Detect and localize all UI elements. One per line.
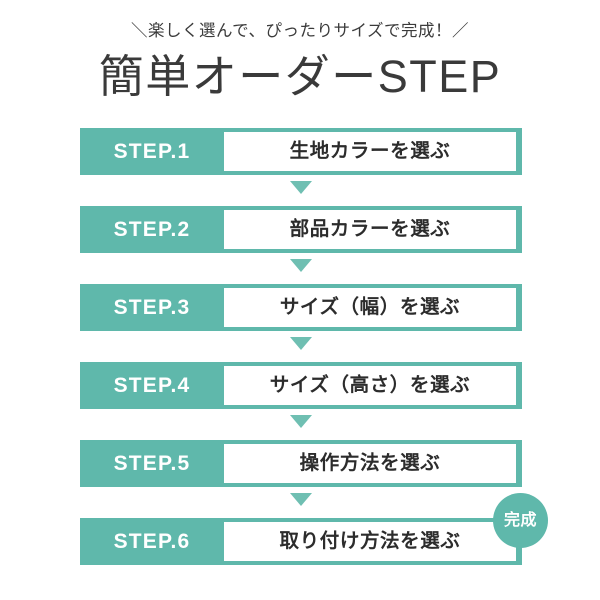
step-content-box[interactable]: サイズ（高さ）を選ぶ — [224, 366, 516, 405]
step-number-label: STEP.6 — [113, 530, 191, 553]
arrow-down-icon — [290, 259, 312, 272]
step-list: STEP.1 生地カラーを選ぶ STEP.2 部品カラーを選ぶ STEP.3 サ… — [80, 128, 548, 565]
step-content-box[interactable]: サイズ（幅）を選ぶ — [224, 288, 516, 327]
arrow-down-icon — [290, 337, 312, 350]
completion-badge-label: 完成 — [503, 511, 537, 529]
step-description: サイズ（幅）を選ぶ — [279, 295, 461, 318]
step-description: 部品カラーを選ぶ — [289, 217, 451, 240]
step-description: 取り付け方法を選ぶ — [279, 529, 461, 552]
arrow-down-icon — [290, 415, 312, 428]
completion-badge: 完成 — [493, 493, 548, 548]
page-title: 簡単オーダーSTEP — [98, 50, 502, 102]
step-description: サイズ（高さ）を選ぶ — [269, 373, 471, 396]
step-row[interactable]: STEP.2 部品カラーを選ぶ — [80, 206, 522, 272]
step-content-box[interactable]: 生地カラーを選ぶ — [224, 132, 516, 171]
step-description: 操作方法を選ぶ — [299, 451, 441, 474]
step-number-label: STEP.2 — [113, 218, 191, 241]
step-row[interactable]: STEP.6 取り付け方法を選ぶ 完成 — [80, 493, 548, 565]
header-subtitle: ＼楽しく選んで、ぴったりサイズで完成！／ — [130, 22, 470, 40]
step-content-box[interactable]: 操作方法を選ぶ — [224, 444, 516, 483]
step-number-label: STEP.3 — [113, 296, 191, 319]
step-row[interactable]: STEP.5 操作方法を選ぶ — [80, 440, 522, 506]
step-description: 生地カラーを選ぶ — [289, 139, 451, 162]
step-row[interactable]: STEP.1 生地カラーを選ぶ — [80, 128, 522, 194]
step-row[interactable]: STEP.4 サイズ（高さ）を選ぶ — [80, 362, 522, 428]
step-number-label: STEP.1 — [113, 140, 191, 163]
step-content-box[interactable]: 取り付け方法を選ぶ — [224, 522, 516, 561]
arrow-down-icon — [290, 181, 312, 194]
step-number-label: STEP.5 — [113, 452, 191, 475]
step-content-box[interactable]: 部品カラーを選ぶ — [224, 210, 516, 249]
step-number-label: STEP.4 — [113, 374, 191, 397]
arrow-down-icon — [290, 493, 312, 506]
step-row[interactable]: STEP.3 サイズ（幅）を選ぶ — [80, 284, 522, 350]
header: ＼楽しく選んで、ぴったりサイズで完成！／ 簡単オーダーSTEP — [0, 22, 600, 103]
